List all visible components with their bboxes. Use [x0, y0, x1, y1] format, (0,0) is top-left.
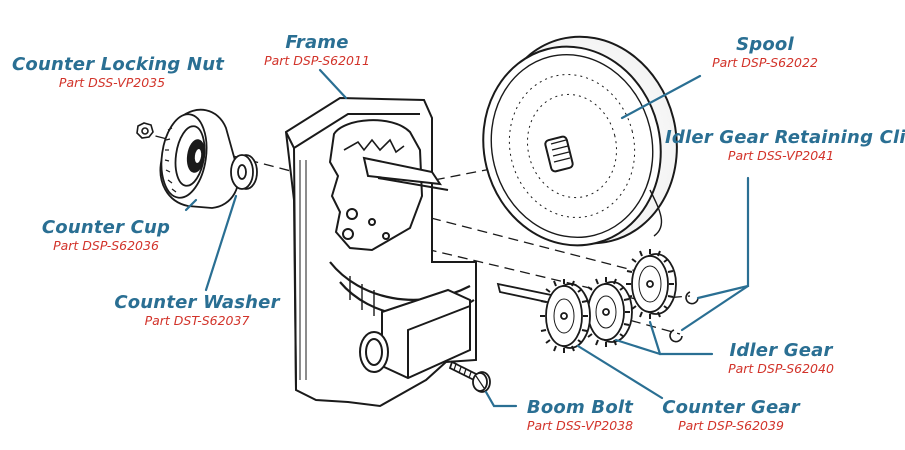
leader-counter-washer [204, 194, 238, 292]
counter-gear-part [496, 279, 591, 353]
leader-idler-gear-2 [614, 338, 662, 356]
label-part-number: Part DSP-S62011 [264, 53, 370, 68]
leader-clip-2 [680, 284, 750, 332]
label-part-number: Part DSS-VP2038 [526, 418, 634, 433]
label-part-number: Part DSP-S62040 [728, 361, 834, 376]
leader-spool [620, 74, 702, 120]
retaining-clips-part [669, 291, 699, 343]
label-name: Frame [285, 32, 349, 53]
label-counter-washer: Counter Washer Part DST-S62037 [112, 293, 282, 329]
label-part-number: Part DSP-S62039 [678, 418, 784, 433]
label-name: Boom Bolt [526, 397, 634, 418]
label-name: Counter Cup [41, 217, 171, 238]
label-part-number: Part DSS-VP2035 [58, 75, 166, 90]
label-name: Counter Gear [662, 397, 800, 418]
label-counter-locking-nut: Counter Locking Nut Part DSS-VP2035 [12, 54, 225, 91]
middle-gear-part [582, 277, 633, 347]
label-part-number: Part DSS-VP2041 [727, 148, 835, 163]
boom-bolt-part [448, 360, 491, 393]
frame-part [284, 96, 477, 408]
label-part-number: Part DSP-S62022 [712, 55, 818, 70]
counter-washer-part [230, 154, 258, 190]
leader-frame [318, 68, 348, 100]
label-name: Counter Locking Nut [12, 54, 225, 75]
counter-cup-part [159, 108, 240, 209]
label-counter-cup: Counter Cup Part DSP-S62036 [36, 218, 176, 254]
leader-counter-cup [184, 198, 198, 212]
label-spool: Spool Part DSP-S62022 [700, 35, 830, 71]
label-name: Counter Washer [114, 292, 280, 313]
leader-counter-gear [576, 344, 664, 400]
leader-clip-1 [696, 176, 750, 300]
label-part-number: Part DSP-S62036 [53, 238, 159, 253]
label-idler-gear-retaining-clip: Idler Gear Retaining Clip Part DSS-VP204… [665, 127, 905, 164]
label-part-number: Part DST-S62037 [144, 313, 250, 328]
leader-lines [184, 68, 750, 408]
label-boom-bolt: Boom Bolt Part DSS-VP2038 [510, 398, 650, 434]
counter-locking-nut-part [136, 122, 154, 139]
label-idler-gear: Idler Gear Part DSP-S62040 [716, 341, 846, 377]
label-name: Spool [736, 34, 794, 55]
label-name: Idler Gear Retaining Clip [665, 127, 905, 148]
idler-gear-part [626, 249, 677, 319]
label-frame: Frame Part DSP-S62011 [252, 33, 382, 69]
label-name: Idler Gear [729, 340, 833, 361]
leader-boom-bolt [484, 390, 518, 408]
label-counter-gear: Counter Gear Part DSP-S62039 [656, 398, 806, 434]
spool-part [482, 35, 678, 247]
